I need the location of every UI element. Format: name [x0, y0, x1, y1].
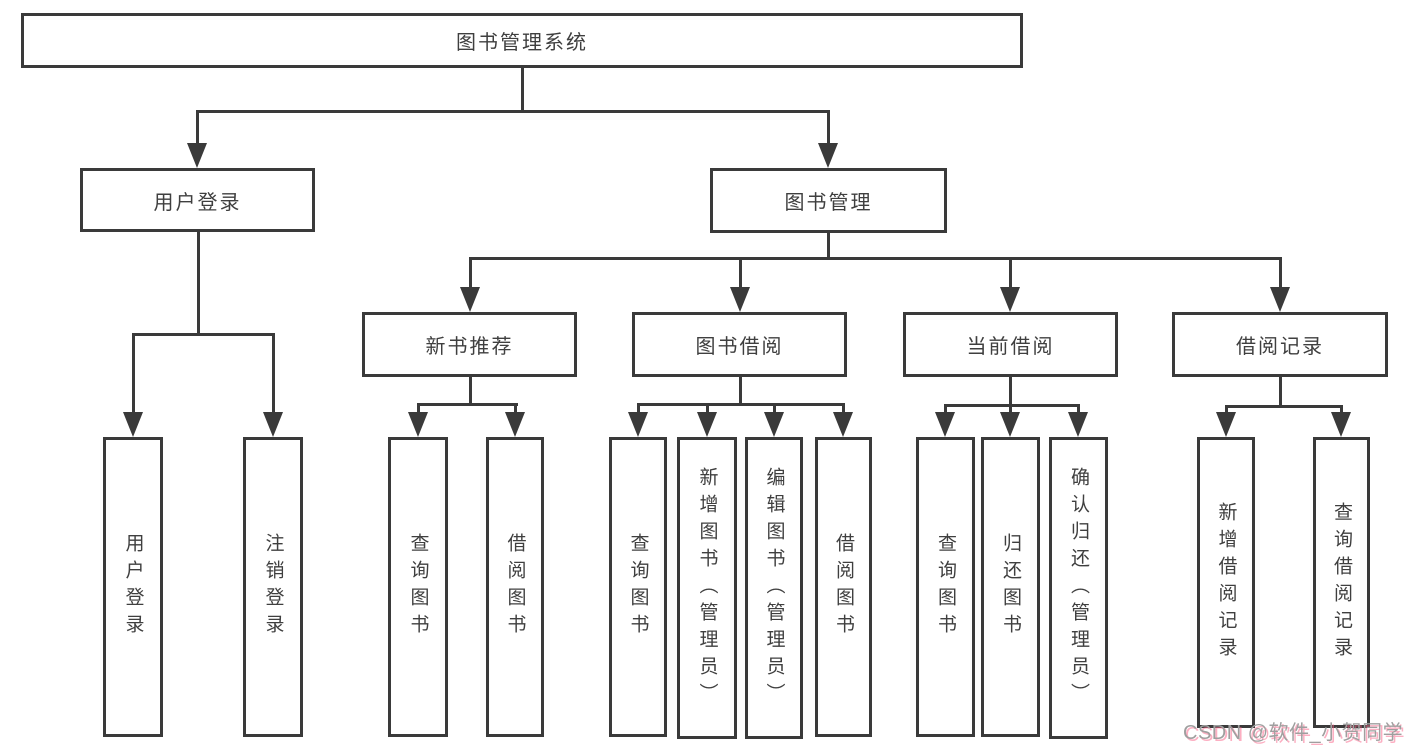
arrowhead — [1068, 412, 1088, 437]
connector — [195, 110, 830, 113]
connector — [513, 403, 517, 415]
connector — [196, 232, 200, 336]
leaf-return-book: 归还图书 — [981, 437, 1040, 737]
connector — [271, 333, 275, 415]
arrowhead — [1270, 287, 1290, 312]
node-book-borrowing: 图书借阅 — [632, 312, 847, 377]
arrowhead — [187, 143, 207, 168]
arrowhead — [460, 287, 480, 312]
leaf-query-borrow-record: 查询借阅记录 — [1313, 437, 1370, 728]
leaf-logout: 注销登录 — [243, 437, 303, 737]
leaf-add-book-admin-label: 新增图书（管理员） — [696, 466, 718, 710]
connector — [636, 403, 640, 415]
leaf-query-books-current: 查询图书 — [916, 437, 975, 737]
arrowhead — [628, 412, 648, 437]
node-current-borrowing-label: 当前借阅 — [966, 336, 1055, 358]
leaf-query-borrow-record-label: 查询借阅记录 — [1331, 501, 1352, 664]
node-new-book-recommend-label: 新书推荐 — [425, 336, 514, 358]
arrowhead — [935, 412, 955, 437]
leaf-add-borrow-record: 新增借阅记录 — [1197, 437, 1255, 728]
node-borrow-records-label: 借阅记录 — [1236, 336, 1324, 358]
node-borrow-records: 借阅记录 — [1172, 312, 1388, 377]
arrowhead — [730, 287, 750, 312]
leaf-return-book-label: 归还图书 — [1000, 533, 1021, 641]
node-book-management-label: 图书管理 — [784, 192, 873, 214]
connector — [195, 110, 199, 144]
connector — [468, 257, 472, 290]
node-library-system: 图书管理系统 — [21, 13, 1023, 68]
leaf-borrow-books-borrowing-label: 借阅图书 — [833, 533, 854, 641]
connector — [827, 233, 830, 260]
node-user-login: 用户登录 — [80, 168, 315, 232]
connector — [772, 403, 776, 415]
connector — [1076, 404, 1080, 415]
connector — [705, 403, 709, 415]
arrowhead — [1331, 412, 1351, 437]
connector — [827, 110, 830, 144]
arrowhead — [505, 412, 525, 437]
leaf-query-books-borrowing: 查询图书 — [609, 437, 667, 737]
node-library-system-label: 图书管理系统 — [456, 32, 588, 54]
leaf-add-borrow-record-label: 新增借阅记录 — [1215, 501, 1237, 664]
connector — [416, 403, 420, 415]
arrowhead — [697, 412, 717, 437]
leaf-confirm-return-admin: 确认归还（管理员） — [1049, 437, 1108, 739]
leaf-borrow-books-recommend: 借阅图书 — [486, 437, 544, 737]
leaf-query-books-recommend: 查询图书 — [388, 437, 448, 737]
connector — [1224, 405, 1228, 415]
leaf-user-login-label: 用户登录 — [122, 533, 144, 641]
connector — [943, 404, 947, 415]
arrowhead — [1216, 412, 1236, 437]
connector — [416, 403, 518, 406]
node-current-borrowing: 当前借阅 — [903, 312, 1118, 377]
leaf-edit-book-admin-label: 编辑图书（管理员） — [763, 466, 785, 710]
connector — [636, 403, 845, 406]
connector — [1008, 404, 1012, 415]
connector — [841, 403, 845, 415]
connector — [468, 257, 1282, 260]
arrowhead — [833, 412, 853, 437]
node-new-book-recommend: 新书推荐 — [362, 312, 577, 377]
arrowhead — [764, 412, 784, 437]
node-book-management: 图书管理 — [710, 168, 947, 233]
connector — [131, 333, 275, 336]
leaf-edit-book-admin: 编辑图书（管理员） — [745, 437, 803, 739]
arrowhead — [818, 143, 838, 168]
arrowhead — [1000, 287, 1020, 312]
connector — [468, 377, 472, 406]
leaf-query-books-current-label: 查询图书 — [935, 533, 956, 641]
connector — [1008, 257, 1012, 290]
connector — [1339, 405, 1343, 415]
node-user-login-label: 用户登录 — [153, 191, 242, 214]
leaf-user-login: 用户登录 — [103, 437, 163, 737]
leaf-add-book-admin: 新增图书（管理员） — [677, 437, 737, 739]
connector — [520, 68, 524, 111]
arrowhead — [123, 412, 143, 437]
connector — [738, 377, 742, 406]
leaf-confirm-return-admin-label: 确认归还（管理员） — [1068, 466, 1089, 710]
leaf-borrow-books-recommend-label: 借阅图书 — [504, 533, 526, 641]
arrowhead — [263, 412, 283, 437]
connector — [1008, 377, 1012, 407]
connector — [1224, 405, 1343, 408]
leaf-query-books-recommend-label: 查询图书 — [407, 533, 429, 641]
leaf-query-books-borrowing-label: 查询图书 — [627, 533, 649, 641]
leaf-logout-label: 注销登录 — [262, 533, 284, 641]
connector — [738, 257, 742, 290]
arrowhead — [1000, 412, 1020, 437]
node-book-borrowing-label: 图书借阅 — [695, 336, 784, 358]
watermark: CSDN @软件_小贺同学 — [1183, 722, 1404, 744]
arrowhead — [408, 412, 428, 437]
leaf-borrow-books-borrowing: 借阅图书 — [815, 437, 872, 737]
connector — [131, 333, 135, 415]
connector — [1278, 377, 1282, 408]
connector — [1278, 257, 1282, 290]
connector — [943, 404, 1080, 407]
